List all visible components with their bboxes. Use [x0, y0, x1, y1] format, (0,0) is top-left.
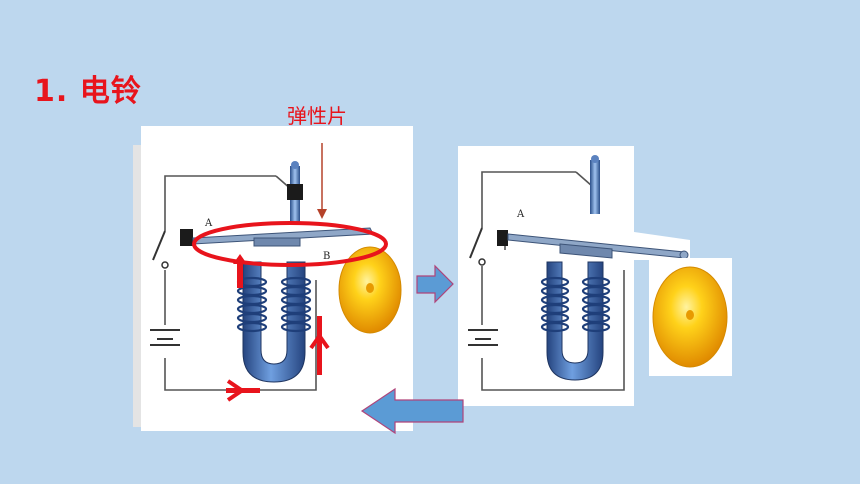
left-coil-windings — [236, 276, 312, 333]
right-panel: A — [458, 146, 732, 406]
forward-flow-arrow — [416, 264, 454, 304]
right-terminal-a — [497, 230, 508, 246]
left-letter-b: B — [323, 251, 330, 262]
left-armature-iron — [253, 237, 301, 247]
left-terminal-a — [180, 229, 193, 246]
left-letter-a: A — [204, 218, 213, 229]
right-coil-windings — [540, 276, 611, 333]
right-switch-pivot — [478, 258, 486, 266]
spring-strip-label: 弹性片 — [287, 104, 347, 128]
spring-strip-highlight — [192, 221, 388, 267]
current-arrow-up-head — [309, 332, 330, 350]
right-contact-screw — [590, 160, 600, 214]
current-arrow-left-head — [233, 254, 247, 264]
right-u-magnet — [546, 261, 604, 381]
right-switch-lever — [469, 227, 483, 259]
left-bell-center — [366, 283, 374, 293]
right-armature-iron — [559, 243, 613, 259]
right-hammer-tip — [679, 250, 689, 260]
return-flow-arrow — [360, 387, 464, 435]
current-arrow-left-shaft — [237, 258, 243, 288]
slide-title: 1. 电铃 — [34, 74, 142, 109]
left-screw-mount — [287, 184, 303, 200]
left-screw-head — [291, 161, 299, 169]
current-arrow-up-shaft — [317, 316, 322, 375]
right-panel-background — [458, 146, 634, 406]
right-screw-head — [591, 155, 599, 163]
right-circuit-wires — [481, 171, 625, 391]
left-u-magnet — [242, 261, 306, 383]
label-pointer-head — [317, 209, 327, 219]
right-letter-a: A — [516, 209, 525, 220]
left-switch-lever — [152, 230, 166, 261]
left-switch-pivot — [161, 261, 169, 269]
left-panel: A B — [133, 126, 413, 431]
current-arrow-right-head — [226, 379, 246, 402]
right-bell-center — [686, 310, 694, 320]
